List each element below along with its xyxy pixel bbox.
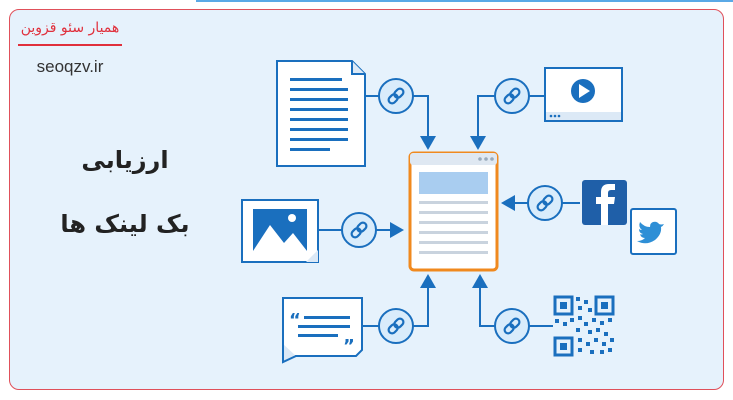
webpage-icon bbox=[408, 151, 499, 272]
document-icon bbox=[276, 60, 366, 167]
link-chain-icon bbox=[377, 307, 415, 345]
twitter-icon bbox=[630, 208, 677, 255]
link-chain-icon bbox=[377, 77, 415, 115]
svg-text:“: “ bbox=[289, 310, 301, 331]
brand-url[interactable]: seoqzv.ir bbox=[36, 57, 104, 76]
image-icon bbox=[241, 199, 319, 263]
svg-text:”: ” bbox=[343, 336, 355, 357]
link-chain-icon bbox=[340, 211, 378, 249]
facebook-icon bbox=[582, 180, 627, 225]
video-player-icon bbox=[544, 67, 623, 122]
top-accent-line bbox=[196, 0, 733, 2]
link-chain-icon bbox=[526, 184, 564, 222]
brand-divider bbox=[18, 44, 122, 46]
link-chain-icon bbox=[493, 77, 531, 115]
quote-comment-icon: “ ” bbox=[282, 297, 363, 364]
heading-line-2: بک لینک ها bbox=[60, 210, 190, 238]
brand-name: همیار سئو قزوین bbox=[20, 20, 120, 36]
link-chain-icon bbox=[493, 307, 531, 345]
qr-code-icon bbox=[553, 295, 615, 357]
heading-line-1: ارزیابی bbox=[81, 146, 169, 174]
